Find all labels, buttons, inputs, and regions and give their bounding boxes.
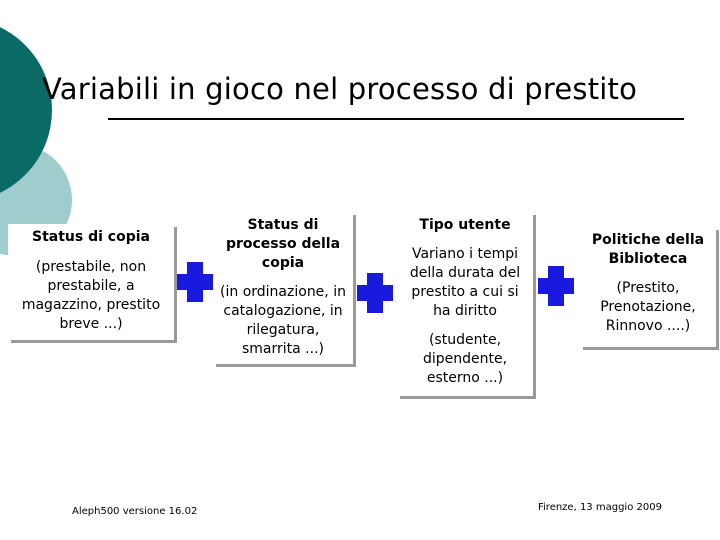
box-text: (prestabile, non prestabile, a magazzino… bbox=[21, 259, 161, 332]
box-text-secondary: (studente, dipendente, esterno ...) bbox=[422, 332, 508, 386]
box-status-processo: Status di processo della copia (in ordin… bbox=[213, 212, 353, 364]
box-text: Variano i tempi della durata del prestit… bbox=[409, 246, 521, 319]
slide-title: Variabili in gioco nel processo di prest… bbox=[42, 72, 638, 106]
box-tipo-utente: Tipo utente Variano i tempi della durata… bbox=[397, 212, 533, 396]
dark-teal-circle bbox=[0, 27, 52, 193]
box-politiche-biblioteca: Politiche della Biblioteca (Prestito, Pr… bbox=[580, 227, 716, 347]
box-heading: Status di copia bbox=[32, 229, 150, 245]
plus-icon bbox=[357, 273, 393, 313]
plus-icon bbox=[538, 266, 574, 306]
footer-version: Aleph500 versione 16.02 bbox=[72, 506, 198, 517]
title-underline bbox=[108, 118, 684, 120]
box-status-copia: Status di copia (prestabile, non prestab… bbox=[8, 224, 174, 340]
footer-date: Firenze, 13 maggio 2009 bbox=[538, 502, 662, 513]
box-heading: Tipo utente bbox=[419, 217, 511, 233]
plus-icon bbox=[177, 262, 213, 302]
box-heading: Politiche della Biblioteca bbox=[591, 232, 705, 267]
box-text: (in ordinazione, in catalogazione, in ri… bbox=[220, 284, 346, 357]
box-heading: Status di processo della copia bbox=[225, 217, 341, 271]
box-text: (Prestito, Prenotazione, Rinnovo ....) bbox=[600, 280, 696, 334]
